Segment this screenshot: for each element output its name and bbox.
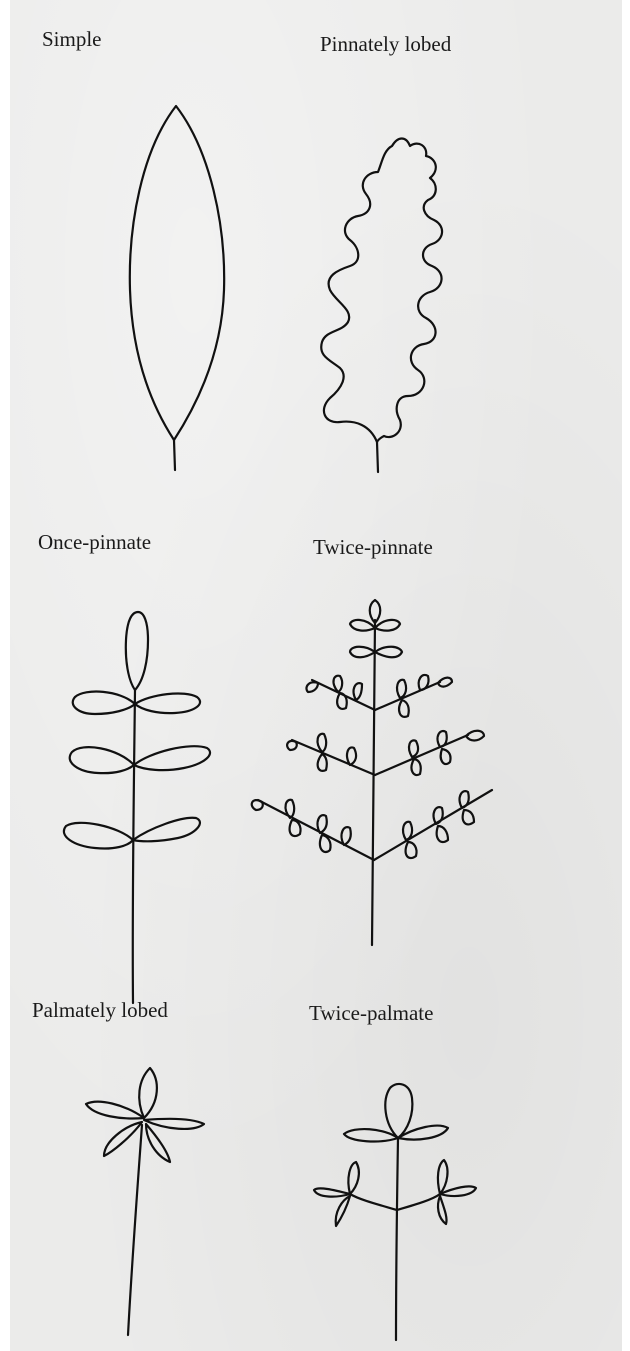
- twice-pinnate-pinna-axis: [292, 740, 375, 775]
- twice-pinnate-leaflet: [409, 740, 418, 757]
- twice-pinnate-leaflet: [397, 680, 406, 698]
- twice-pinnate-leaflet: [437, 826, 448, 842]
- pinnately-lobed-leaf: [321, 139, 442, 473]
- twice-pinnate-leaflet: [412, 759, 421, 775]
- twice-pinnate-leaflet: [403, 822, 412, 840]
- twice-pinnate-leaf: [252, 600, 492, 945]
- twice-palmate-leaflet: [314, 1188, 350, 1196]
- twice-pinnate-leaflet: [252, 800, 263, 810]
- twice-palmate-leaflet: [344, 1129, 398, 1141]
- twice-pinnate-leaflet: [347, 747, 356, 765]
- twice-pinnate-leaflet: [350, 647, 375, 658]
- pinnately-lobed-petiole: [377, 442, 378, 472]
- twice-pinnate-leaflet: [350, 620, 375, 631]
- twice-pinnate-leaflet: [406, 842, 417, 858]
- simple-leaf-petiole: [174, 440, 175, 470]
- twice-palmate-leaf: [314, 1084, 476, 1340]
- twice-pinnate-leaflet: [342, 827, 351, 845]
- twice-palmate-terminal-leaflet: [385, 1084, 412, 1138]
- twice-pinnate-leaflet: [306, 682, 318, 692]
- twice-pinnate-leaflet: [318, 815, 327, 833]
- once-pinnate-rachis: [133, 690, 135, 1003]
- twice-pinnate-leaflet: [438, 678, 452, 687]
- twice-pinnate-leaflet: [441, 749, 451, 764]
- twice-pinnate-leaflet: [354, 683, 362, 700]
- twice-palmate-pinna-axis: [350, 1194, 397, 1210]
- twice-pinnate-pinna-axis: [258, 800, 374, 860]
- twice-pinnate-leaflet: [463, 810, 474, 824]
- once-pinnate-leaflet: [64, 823, 133, 849]
- twice-palmate-leaflet: [336, 1196, 350, 1226]
- twice-palmate-leaflet: [438, 1160, 448, 1194]
- once-pinnate-terminal-leaflet: [126, 612, 148, 690]
- simple-leaf: [130, 106, 224, 470]
- palmately-lobed-lobe: [139, 1068, 157, 1118]
- twice-pinnate-leaflet: [375, 620, 400, 631]
- twice-pinnate-leaflet: [318, 734, 327, 752]
- once-pinnate-leaflet: [73, 692, 135, 714]
- palmately-lobed-lobe: [104, 1122, 142, 1156]
- twice-palmate-leaflet: [440, 1186, 476, 1196]
- palmately-lobed-leaf: [86, 1068, 204, 1335]
- once-pinnate-leaflet: [134, 746, 210, 770]
- once-pinnate-leaflet: [135, 693, 200, 713]
- palmately-lobed-lobe: [144, 1119, 204, 1129]
- twice-pinnate-pinna-axis: [374, 790, 492, 860]
- twice-pinnate-leaflet: [290, 820, 301, 836]
- twice-pinnate-leaflet: [287, 741, 297, 750]
- twice-palmate-rachis: [396, 1138, 398, 1340]
- twice-palmate-leaflet: [438, 1196, 447, 1224]
- twice-pinnate-leaflet: [318, 754, 327, 771]
- simple-leaf-blade: [130, 106, 224, 440]
- once-pinnate-leaf: [64, 612, 210, 1003]
- once-pinnate-leaflet: [133, 818, 200, 842]
- pinnately-lobed-blade: [321, 139, 442, 443]
- palmately-lobed-petiole: [128, 1125, 142, 1335]
- twice-pinnate-leaflet: [334, 676, 343, 692]
- twice-pinnate-leaflet: [438, 731, 447, 747]
- palmately-lobed-lobe: [86, 1102, 144, 1119]
- twice-palmate-pinna-axis: [397, 1194, 440, 1210]
- twice-pinnate-rachis: [372, 620, 375, 945]
- twice-pinnate-leaflet: [399, 700, 409, 717]
- twice-pinnate-leaflet: [375, 647, 402, 658]
- once-pinnate-leaflet: [70, 747, 134, 773]
- twice-palmate-leaflet: [348, 1162, 358, 1194]
- twice-pinnate-leaflet: [419, 675, 429, 690]
- palmately-lobed-lobe: [146, 1124, 170, 1162]
